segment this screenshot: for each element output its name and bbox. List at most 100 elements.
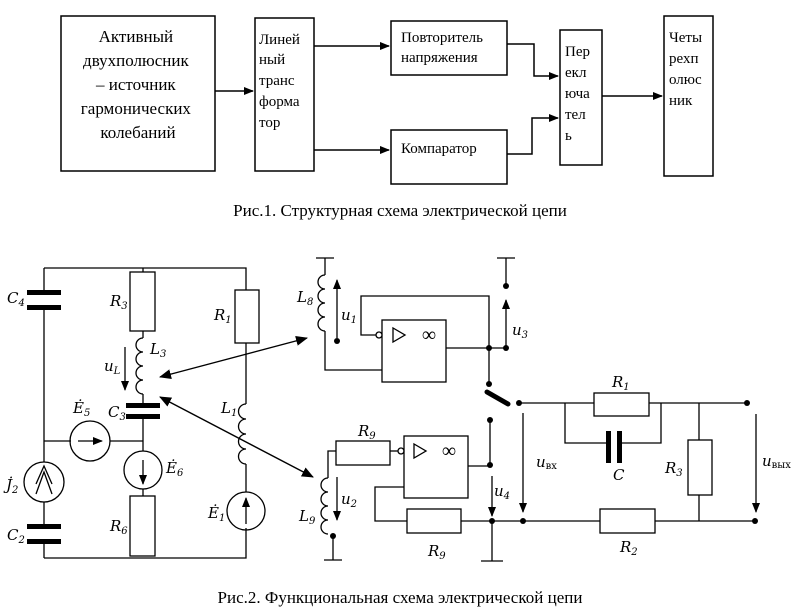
component-labels: C4 C2 C3 R3 R1 R6 L3 L1 L8 L9 uL Ė5 Ė6 Ė… [3, 288, 791, 562]
capacitor-C4-plate [27, 290, 61, 295]
figure1-caption: Рис.1. Структурная схема электрической ц… [233, 201, 567, 220]
label-J2: J̇2 [3, 476, 18, 496]
capacitor-C4-plate [27, 305, 61, 310]
label-C2: C2 [7, 526, 25, 546]
inverting-input [375, 331, 383, 339]
resistor-R9-feedback [406, 508, 462, 534]
resistor-R1 [234, 289, 260, 344]
label-uin: uвх [536, 453, 557, 472]
label-L9: L9 [298, 507, 316, 527]
inverting-input [397, 447, 405, 455]
label-u4: u4 [494, 482, 510, 502]
block-labels: Активный двухполюсник – источник гармони… [81, 27, 706, 157]
feedback-wire [360, 295, 490, 348]
current-source-J2 [23, 461, 65, 503]
resistor-Q-R2 [599, 508, 656, 534]
opamp-triangle-icon [413, 442, 428, 460]
comparator-circuit [320, 420, 599, 562]
capacitor-C3-plate [126, 414, 160, 419]
label-u3: u3 [512, 321, 528, 341]
label-R6: R6 [109, 517, 128, 537]
coupling-arrows [159, 335, 314, 478]
label-L8: L8 [296, 288, 313, 308]
node [503, 283, 509, 289]
opamp-follower [381, 319, 447, 383]
resistor-R6 [129, 495, 156, 557]
capacitors [27, 290, 160, 544]
label-Q-R2: R2 [619, 538, 638, 558]
label-E5: Ė5 [72, 399, 90, 419]
block-follower-text: Повторитель напряжения [401, 30, 487, 66]
label-E1: Ė1 [207, 504, 225, 524]
block-follower [390, 20, 508, 76]
node [503, 345, 509, 351]
switch-blade[interactable] [484, 389, 511, 407]
resistor-R3 [129, 271, 156, 332]
block-comparator [390, 129, 508, 185]
wire [324, 331, 382, 371]
label-C3: C3 [108, 403, 126, 423]
label-uout: uвых [762, 452, 791, 471]
block-transformer [254, 17, 315, 172]
resistor-R9-input [335, 440, 391, 466]
capacitor-C2-plate [27, 539, 61, 544]
block-quadripole [663, 15, 714, 177]
wire [622, 403, 662, 444]
label-E6: Ė6 [165, 459, 184, 479]
follower-circuit [316, 257, 515, 383]
block-switch [559, 29, 603, 166]
opamp-triangle-icon [392, 326, 407, 344]
capacitor-Q-C [606, 431, 622, 463]
emf-source-E5 [69, 420, 111, 462]
capacitor-C3-plate [126, 403, 160, 408]
block-source [60, 15, 216, 172]
emf-source-E1 [226, 491, 266, 531]
label-uL: uL [104, 357, 121, 377]
arrow-comparator-switch [507, 114, 559, 155]
quadripole-circuit [519, 392, 760, 534]
opamp-infinity-symbol: ∞ [442, 440, 456, 462]
node [334, 338, 340, 344]
resistor-Q-R3 [687, 439, 713, 496]
label-L3: L3 [149, 340, 166, 360]
label-C4: C4 [7, 289, 25, 309]
label-Q-R1: R1 [611, 373, 630, 393]
switch-contact [486, 381, 492, 387]
label-u2: u2 [341, 490, 357, 510]
opamp-comparator [403, 435, 469, 499]
capacitor-C-plate [606, 431, 611, 463]
label-Q-C: C [613, 466, 625, 484]
block-source-text: Активный двухполюсник – источник гармони… [81, 27, 195, 142]
wire-bottom [44, 528, 247, 559]
block-quadripole-text: Четы рехп олюс ник [669, 30, 706, 109]
label-R3: R3 [109, 292, 128, 312]
label-R1: R1 [213, 306, 232, 326]
capacitor-C2-plate [27, 524, 61, 529]
J2-double-chevron-icon [35, 470, 53, 495]
block-transformer-text: Линей ный транс форма тор [259, 32, 304, 131]
arrow-follower-switch [507, 43, 559, 80]
label-u1: u1 [341, 306, 357, 326]
inductor-L1 [237, 403, 247, 465]
mutual-coupling-L3-L8 [159, 335, 308, 380]
capacitor-C-plate [617, 431, 622, 463]
node [486, 345, 492, 351]
nodes [330, 283, 758, 539]
label-R9-input: R9 [357, 422, 376, 442]
block-diagram [60, 15, 714, 185]
inductor-L8 [317, 274, 326, 332]
opamp-infinity-symbol: ∞ [422, 324, 436, 346]
wire [327, 450, 336, 478]
wire [564, 403, 606, 444]
block-switch-text: Пер екл юча тел ь [565, 44, 594, 144]
figure2-caption: Рис.2. Функциональная схема электрическо… [217, 588, 583, 607]
inductor-L3 [135, 337, 144, 395]
wire-top [44, 267, 247, 290]
J2-chevron-icon [35, 464, 53, 485]
inductor-L9 [320, 477, 329, 535]
block-comparator-text: Компаратор [401, 141, 477, 157]
feedback-wire [374, 486, 407, 522]
resistor-Q-R1 [593, 392, 650, 417]
label-Q-R3: R3 [664, 459, 683, 479]
